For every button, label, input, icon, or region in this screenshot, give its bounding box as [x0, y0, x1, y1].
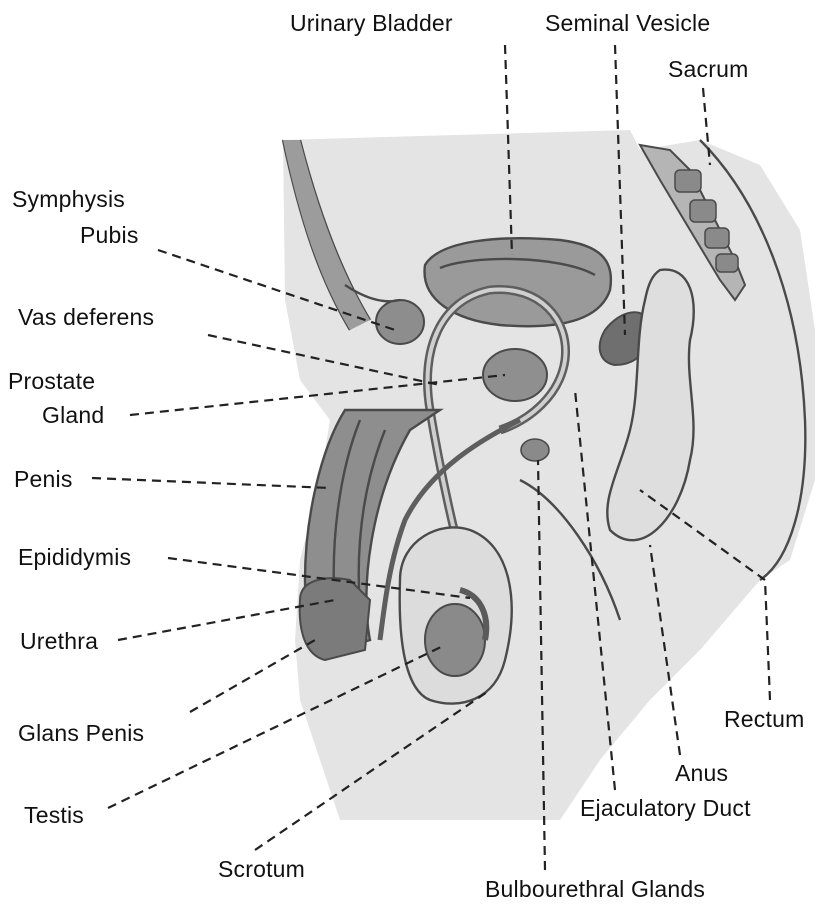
label-symphysis: Symphysis	[12, 188, 125, 211]
label-anus: Anus	[675, 762, 728, 785]
glans-penis-shape	[300, 578, 370, 660]
prostate-gland-shape	[483, 349, 547, 401]
label-testis: Testis	[24, 804, 84, 827]
label-bulbourethral-glands: Bulbourethral Glands	[485, 878, 705, 901]
symphysis-pubis-shape	[376, 300, 424, 344]
bulbourethral-gland-shape	[521, 439, 549, 461]
label-sacrum: Sacrum	[668, 58, 748, 81]
label-prostate: Prostate	[8, 370, 95, 393]
label-penis: Penis	[14, 468, 73, 491]
testis-shape	[425, 604, 485, 676]
label-urinary-bladder: Urinary Bladder	[290, 12, 453, 35]
label-urethra: Urethra	[20, 630, 98, 653]
label-gland: Gland	[42, 404, 104, 427]
label-epididymis: Epididymis	[18, 546, 131, 569]
label-scrotum: Scrotum	[218, 858, 305, 881]
label-vas-deferens: Vas deferens	[18, 306, 154, 329]
leader-rectum	[765, 580, 770, 700]
label-seminal-vesicle: Seminal Vesicle	[545, 12, 710, 35]
label-rectum: Rectum	[724, 708, 804, 731]
label-ejaculatory-duct: Ejaculatory Duct	[580, 797, 751, 820]
leader-glans-penis	[190, 640, 315, 712]
leader-penis	[92, 478, 330, 488]
label-pubis: Pubis	[80, 224, 139, 247]
label-glans-penis: Glans Penis	[18, 722, 144, 745]
